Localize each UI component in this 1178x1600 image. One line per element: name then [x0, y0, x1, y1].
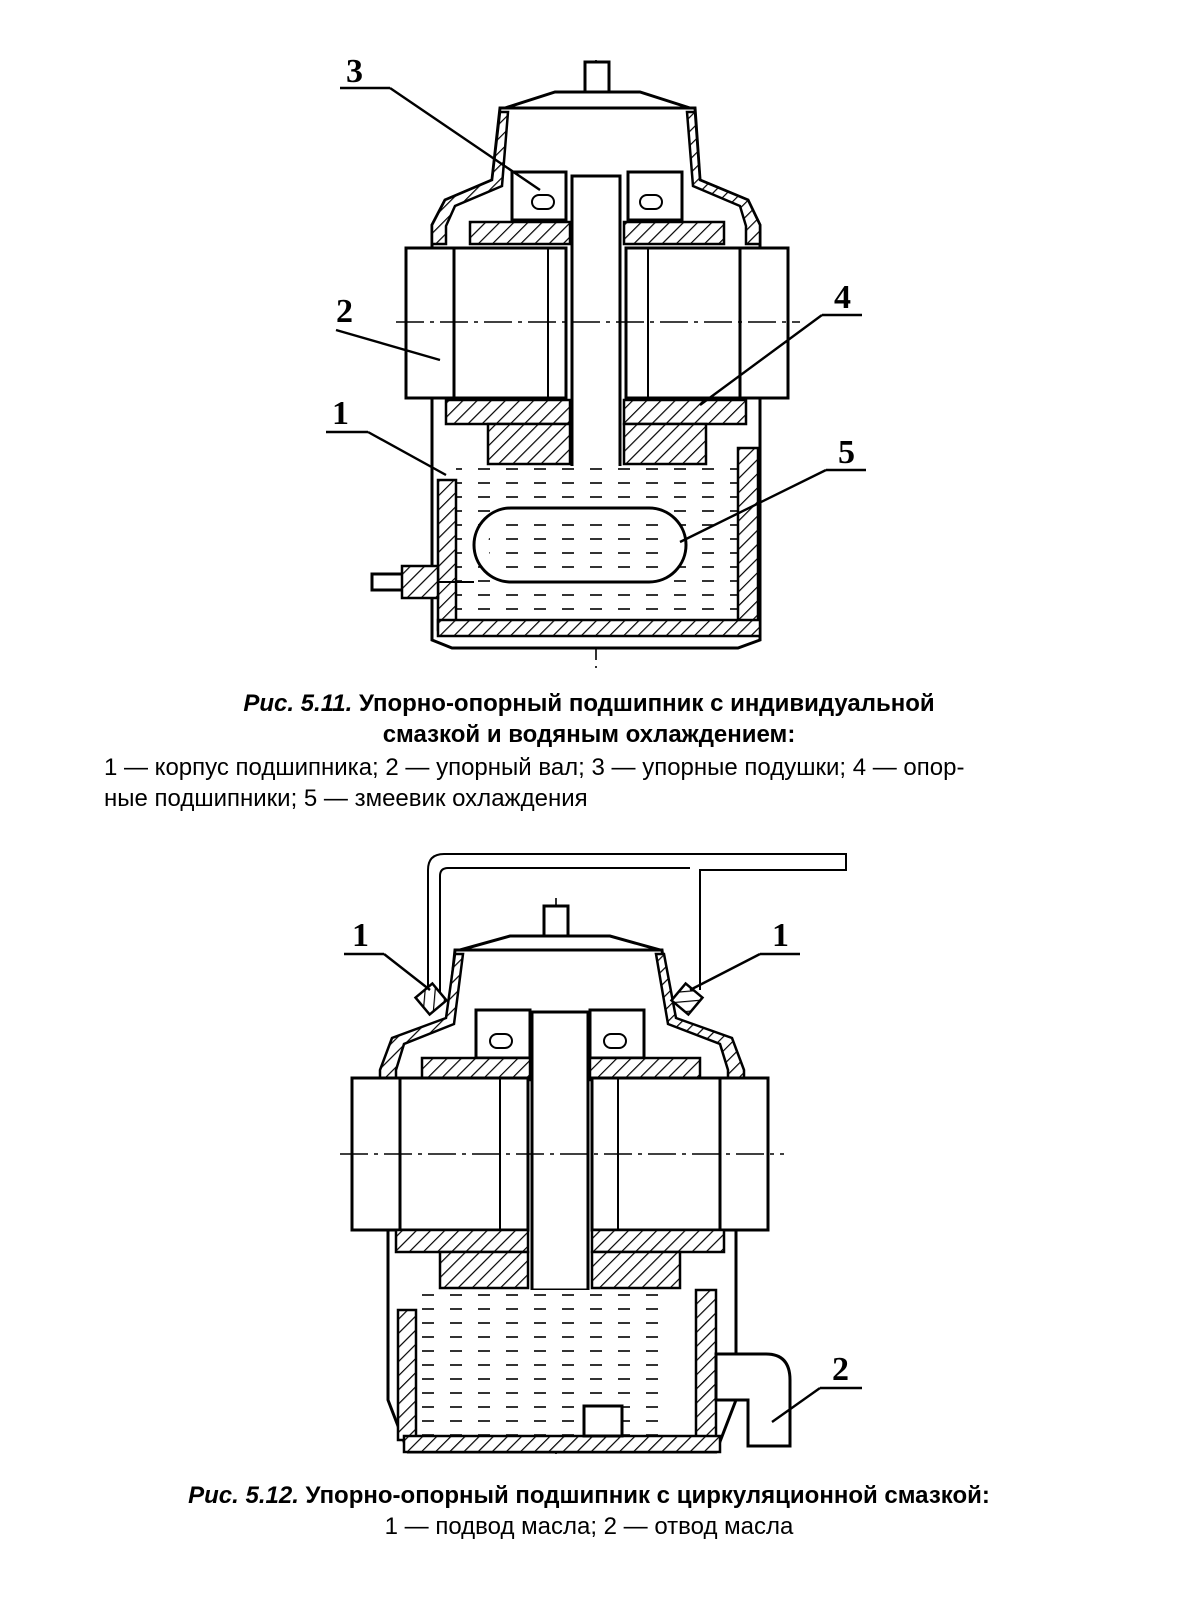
legend-5-11: 1 — корпус подшипника; 2 — упорный вал; … [104, 752, 1084, 814]
top-cap [504, 90, 691, 110]
label-3: 3 [346, 53, 363, 90]
pad-pin-left [531, 194, 555, 210]
upper-seat-left [468, 220, 572, 246]
bath-wall-left-2 [396, 1308, 418, 1442]
label-2: 2 [336, 293, 353, 330]
bath-wall-right [736, 446, 760, 632]
shaft-stub-left [404, 246, 456, 400]
oil-outlet-pipe [714, 1352, 792, 1448]
caption-5-12-line1: Рис. 5.12. Упорно-опорный подшипник с ци… [0, 1480, 1178, 1511]
legend-5-11-line2: ные подшипники; 5 — змеевик охлаждения [104, 785, 588, 812]
support-bearing-right [622, 398, 748, 426]
lower-collar-right [622, 422, 708, 466]
top-nozzle-2 [542, 904, 570, 940]
fitting-nut [400, 564, 440, 600]
label-1: 1 [332, 395, 349, 432]
bath-bottom-2 [402, 1434, 722, 1454]
legend-5-12-line1: 1 — подвод масла; 2 — отвод масла [384, 1513, 794, 1540]
legend-5-11-line1: 1 — корпус подшипника; 2 — упорный вал; … [104, 754, 965, 781]
cooling-coil-inner [488, 520, 674, 570]
shaft-stub-right [738, 246, 790, 400]
oil-supply-pipe [427, 853, 847, 992]
thrust-shaft-2 [530, 1010, 590, 1292]
bath-wall-left [436, 478, 458, 632]
lower-collar-left-2 [438, 1250, 530, 1290]
upper-seat-right [622, 220, 726, 246]
label-1-right: 1 [772, 917, 789, 954]
figure-5-11-drawing: 3 2 1 4 5 [326, 53, 866, 668]
housing-wall-left [430, 110, 510, 246]
caption-5-11-prefix: Рис. 5.11. [243, 690, 353, 717]
figure-5-12: 1 1 2 [0, 840, 1178, 1480]
top-nozzle [583, 60, 611, 96]
caption-5-11: Рис. 5.11. Упорно-опорный подшипник с ин… [0, 688, 1178, 750]
caption-5-11-title-line2: смазкой и водяным охлаждением: [382, 721, 796, 748]
drain-notch [582, 1404, 624, 1438]
label-2-outlet: 2 [832, 1351, 849, 1388]
support-bearing-left [444, 398, 572, 426]
housing-wall-right [685, 110, 762, 246]
pad-pin-right [639, 194, 663, 210]
caption-5-12-prefix: Рис. 5.12. [188, 1482, 299, 1509]
bath-bottom [436, 618, 762, 638]
thrust-pad-left [510, 170, 568, 222]
label-4: 4 [834, 279, 851, 316]
support-bearing-left-2 [394, 1228, 530, 1254]
figure-5-12-drawing: 1 1 2 [340, 853, 862, 1460]
caption-5-12: Рис. 5.12. Упорно-опорный подшипник с ци… [0, 1480, 1178, 1542]
shaft-body-right [624, 246, 742, 400]
caption-5-12-title: Упорно-опорный подшипник с циркуляционно… [305, 1482, 990, 1509]
caption-5-11-line1: Рис. 5.11. Упорно-опорный подшипник с ин… [0, 688, 1178, 719]
figure-5-11: 3 2 1 4 5 [0, 0, 1178, 680]
lower-collar-left [486, 422, 572, 466]
label-1-left: 1 [352, 917, 369, 954]
label-5: 5 [838, 434, 855, 471]
oil-inlet-right [669, 981, 705, 1017]
caption-5-11-title-line1: Упорно-опорный подшипник с индивидуально… [358, 690, 935, 717]
support-bearing-right-2 [590, 1228, 726, 1254]
top-cap-2 [459, 934, 661, 952]
oil-bath-2 [416, 1290, 672, 1440]
bath-wall-right-2 [694, 1288, 718, 1442]
shaft-body-left [452, 246, 568, 400]
oil-inlet-left [413, 981, 449, 1017]
lower-collar-right-2 [590, 1250, 682, 1290]
